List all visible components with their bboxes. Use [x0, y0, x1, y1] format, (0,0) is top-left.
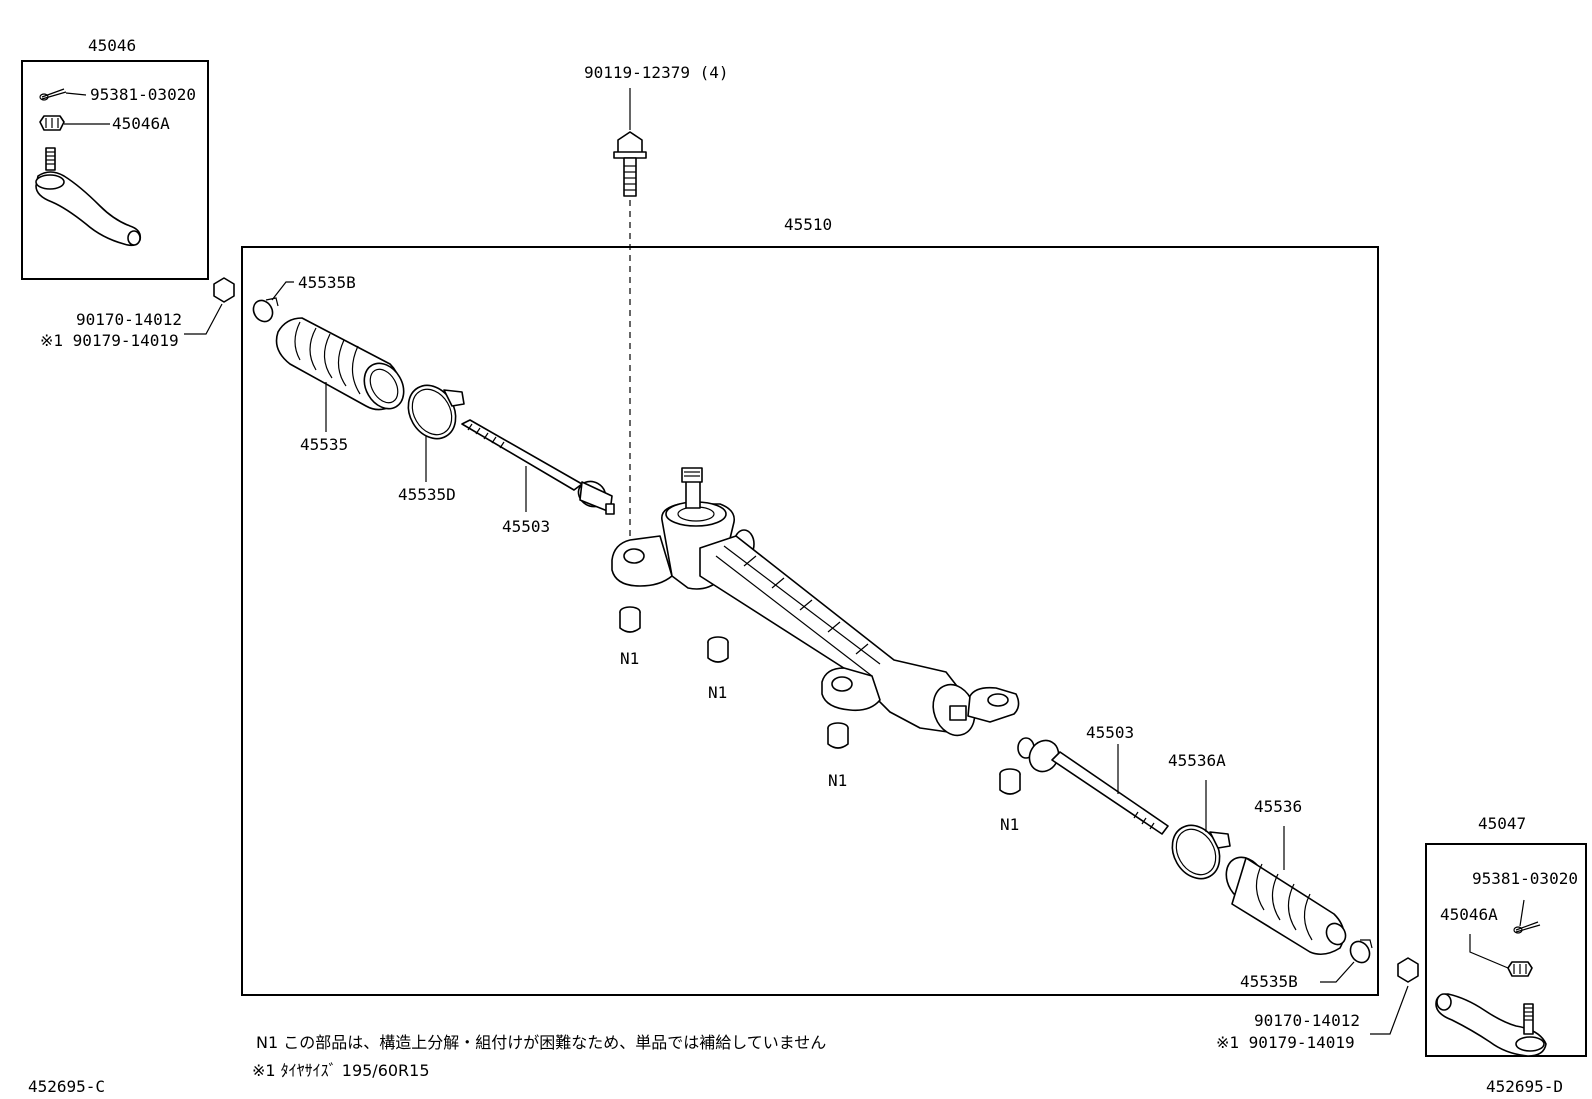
label-45535b-bottom: 45535B	[1240, 972, 1298, 991]
tie-rod-end-right-box	[1425, 843, 1587, 1057]
label-45046a-left: 45046A	[112, 114, 170, 133]
label-90119-12379: 90119-12379 (4)	[584, 63, 729, 82]
label-45503-left: 45503	[502, 517, 550, 536]
hex-nut-left-icon	[213, 277, 235, 303]
label-n1-a: N1	[620, 649, 639, 668]
castle-nut-left-icon	[39, 115, 65, 131]
label-45503-right: 45503	[1086, 723, 1134, 742]
boot-clamp-small-right-icon	[1349, 939, 1373, 964]
tie-rod-left-icon	[461, 419, 615, 515]
label-90179-14019-right: ※1 90179-14019	[1216, 1033, 1355, 1052]
steering-rack-housing-icon	[611, 467, 1020, 737]
boot-clamp-large-right-icon	[1171, 824, 1231, 880]
rack-assembly-box	[241, 246, 1379, 996]
label-45535: 45535	[300, 435, 348, 454]
bushing-n1-icon	[999, 768, 1021, 795]
mounting-bolt-icon	[613, 131, 647, 197]
bushing-n1-icon	[827, 722, 849, 749]
tie-rod-end-left-icon	[35, 147, 142, 247]
label-n1-c: N1	[828, 771, 847, 790]
bushing-n1-icon	[707, 636, 729, 663]
boot-clamp-small-left-icon	[252, 297, 279, 323]
label-n1-d: N1	[1000, 815, 1019, 834]
drawing-code-left: 452695-C	[28, 1077, 105, 1096]
label-45535d: 45535D	[398, 485, 456, 504]
note-n1: N1 この部品は、構造上分解・組付けが困難なため、単品では補給していません	[256, 1033, 826, 1052]
hex-nut-right-icon	[1397, 957, 1419, 983]
bushing-n1-icon	[619, 606, 641, 633]
castle-nut-right-icon	[1507, 961, 1533, 977]
label-95381-03020-left: 95381-03020	[90, 85, 196, 104]
label-95381-03020-right: 95381-03020	[1472, 869, 1578, 888]
label-90170-14012-left: 90170-14012	[76, 310, 182, 329]
cotter-pin-right-icon	[1513, 921, 1541, 934]
label-45510: 45510	[784, 215, 832, 234]
label-n1-b: N1	[708, 683, 727, 702]
cotter-pin-left-icon	[39, 88, 67, 101]
label-45046: 45046	[88, 36, 136, 55]
label-45536a: 45536A	[1168, 751, 1226, 770]
label-90179-14019-left: ※1 90179-14019	[40, 331, 179, 350]
tie-rod-right-icon	[1017, 737, 1169, 835]
rack-boot-right-icon	[1225, 856, 1347, 956]
tie-rod-end-right-icon	[1435, 993, 1547, 1057]
drawing-code-right: 452695-D	[1486, 1077, 1563, 1096]
label-45046a-right: 45046A	[1440, 905, 1498, 924]
note-tire-size: ※1 ﾀｲﾔｻｲｽﾞ 195/60R15	[252, 1061, 430, 1080]
tie-rod-end-left-box	[21, 60, 209, 280]
boot-clamp-large-left-icon	[407, 384, 465, 440]
label-90170-14012-right: 90170-14012	[1254, 1011, 1360, 1030]
rack-boot-left-icon	[275, 317, 405, 411]
label-45535b-top: 45535B	[298, 273, 356, 292]
label-45047: 45047	[1478, 814, 1526, 833]
label-45536: 45536	[1254, 797, 1302, 816]
